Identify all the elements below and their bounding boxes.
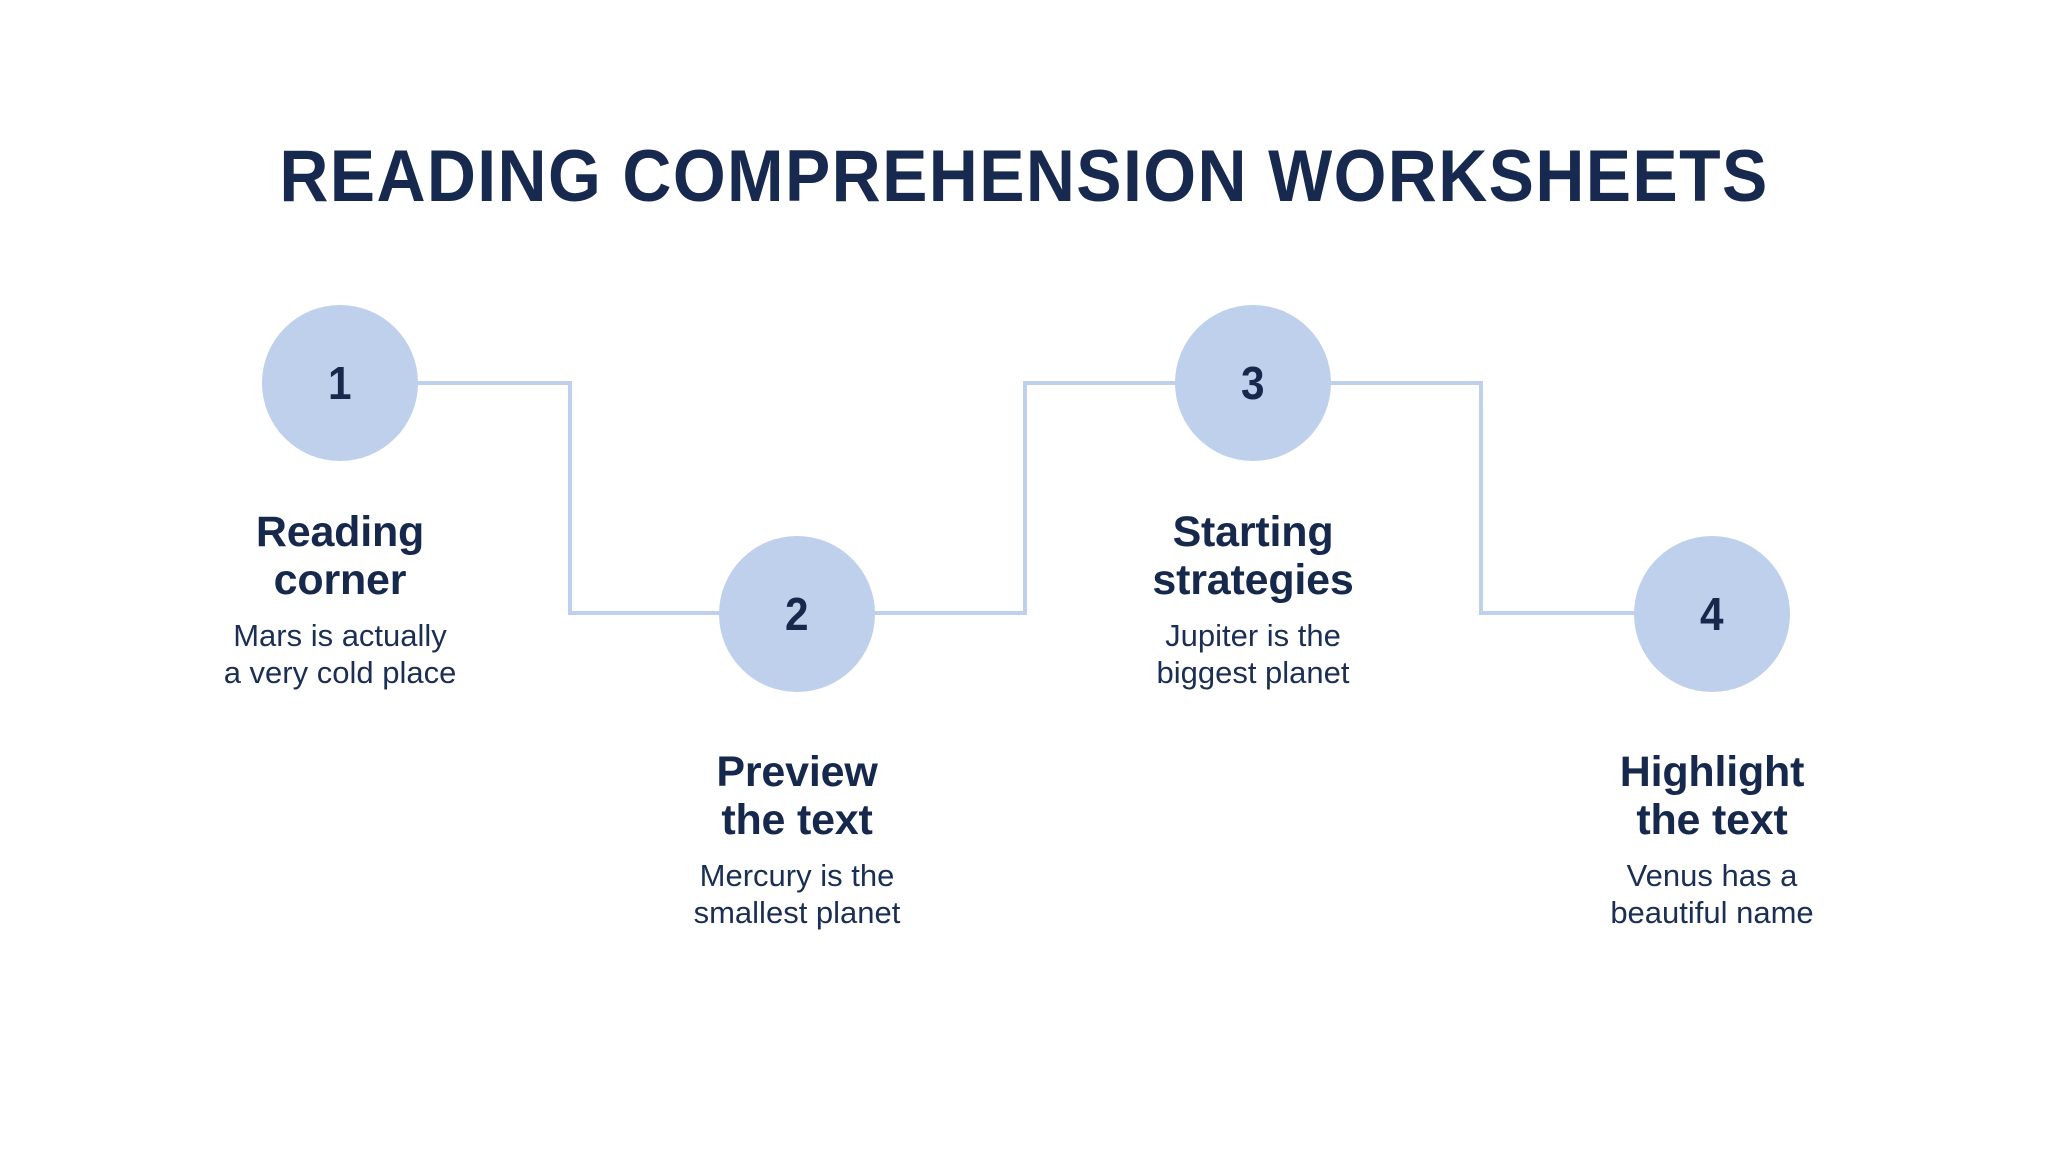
step-number-2: 2 xyxy=(785,588,809,640)
step-circle-4[interactable]: 4 xyxy=(1634,536,1790,692)
page-title: READING COMPREHENSION WORKSHEETS xyxy=(279,136,1769,217)
step-description-2-line1: Mercury is the xyxy=(699,858,895,894)
step-heading-1: Reading corner xyxy=(130,508,550,604)
step-heading-3-line1: Starting xyxy=(1172,508,1334,556)
step-heading-2: Preview the text xyxy=(587,748,1007,844)
step-description-3-line1: Jupiter is the xyxy=(1165,618,1341,654)
step-description-1-line1: Mars is actually xyxy=(233,618,447,654)
step-heading-4-line2: the text xyxy=(1636,796,1788,845)
step-heading-4-line1: Highlight xyxy=(1619,748,1805,796)
step-number-3: 3 xyxy=(1241,357,1265,409)
step-text-block-4: Highlight the text Venus has a beautiful… xyxy=(1502,748,1922,931)
step-description-3-line2: biggest planet xyxy=(1156,654,1350,690)
step-heading-1-line2: corner xyxy=(273,556,407,605)
step-description-2: Mercury is the smallest planet xyxy=(587,858,1007,931)
step-heading-2-line2: the text xyxy=(721,796,873,845)
step-heading-3: Starting strategies xyxy=(1043,508,1463,604)
step-number-1: 1 xyxy=(328,357,352,409)
step-description-3: Jupiter is the biggest planet xyxy=(1043,618,1463,691)
step-description-1-line2: a very cold place xyxy=(223,654,457,690)
step-circle-1[interactable]: 1 xyxy=(262,305,418,461)
step-heading-3-line2: strategies xyxy=(1152,556,1354,605)
step-heading-4: Highlight the text xyxy=(1502,748,1922,844)
step-text-block-2: Preview the text Mercury is the smallest… xyxy=(587,748,1007,931)
step-text-block-1: Reading corner Mars is actually a very c… xyxy=(130,508,550,691)
step-description-4-line1: Venus has a xyxy=(1626,858,1798,894)
step-heading-1-line1: Reading xyxy=(255,508,425,556)
step-text-block-3: Starting strategies Jupiter is the bigge… xyxy=(1043,508,1463,691)
step-description-4-line2: beautiful name xyxy=(1610,894,1814,930)
step-circle-3[interactable]: 3 xyxy=(1175,305,1331,461)
step-circle-2[interactable]: 2 xyxy=(719,536,875,692)
step-heading-2-line1: Preview xyxy=(716,748,878,796)
step-description-4: Venus has a beautiful name xyxy=(1502,858,1922,931)
step-number-4: 4 xyxy=(1700,588,1724,640)
step-description-1: Mars is actually a very cold place xyxy=(130,618,550,691)
step-description-2-line2: smallest planet xyxy=(693,894,901,930)
